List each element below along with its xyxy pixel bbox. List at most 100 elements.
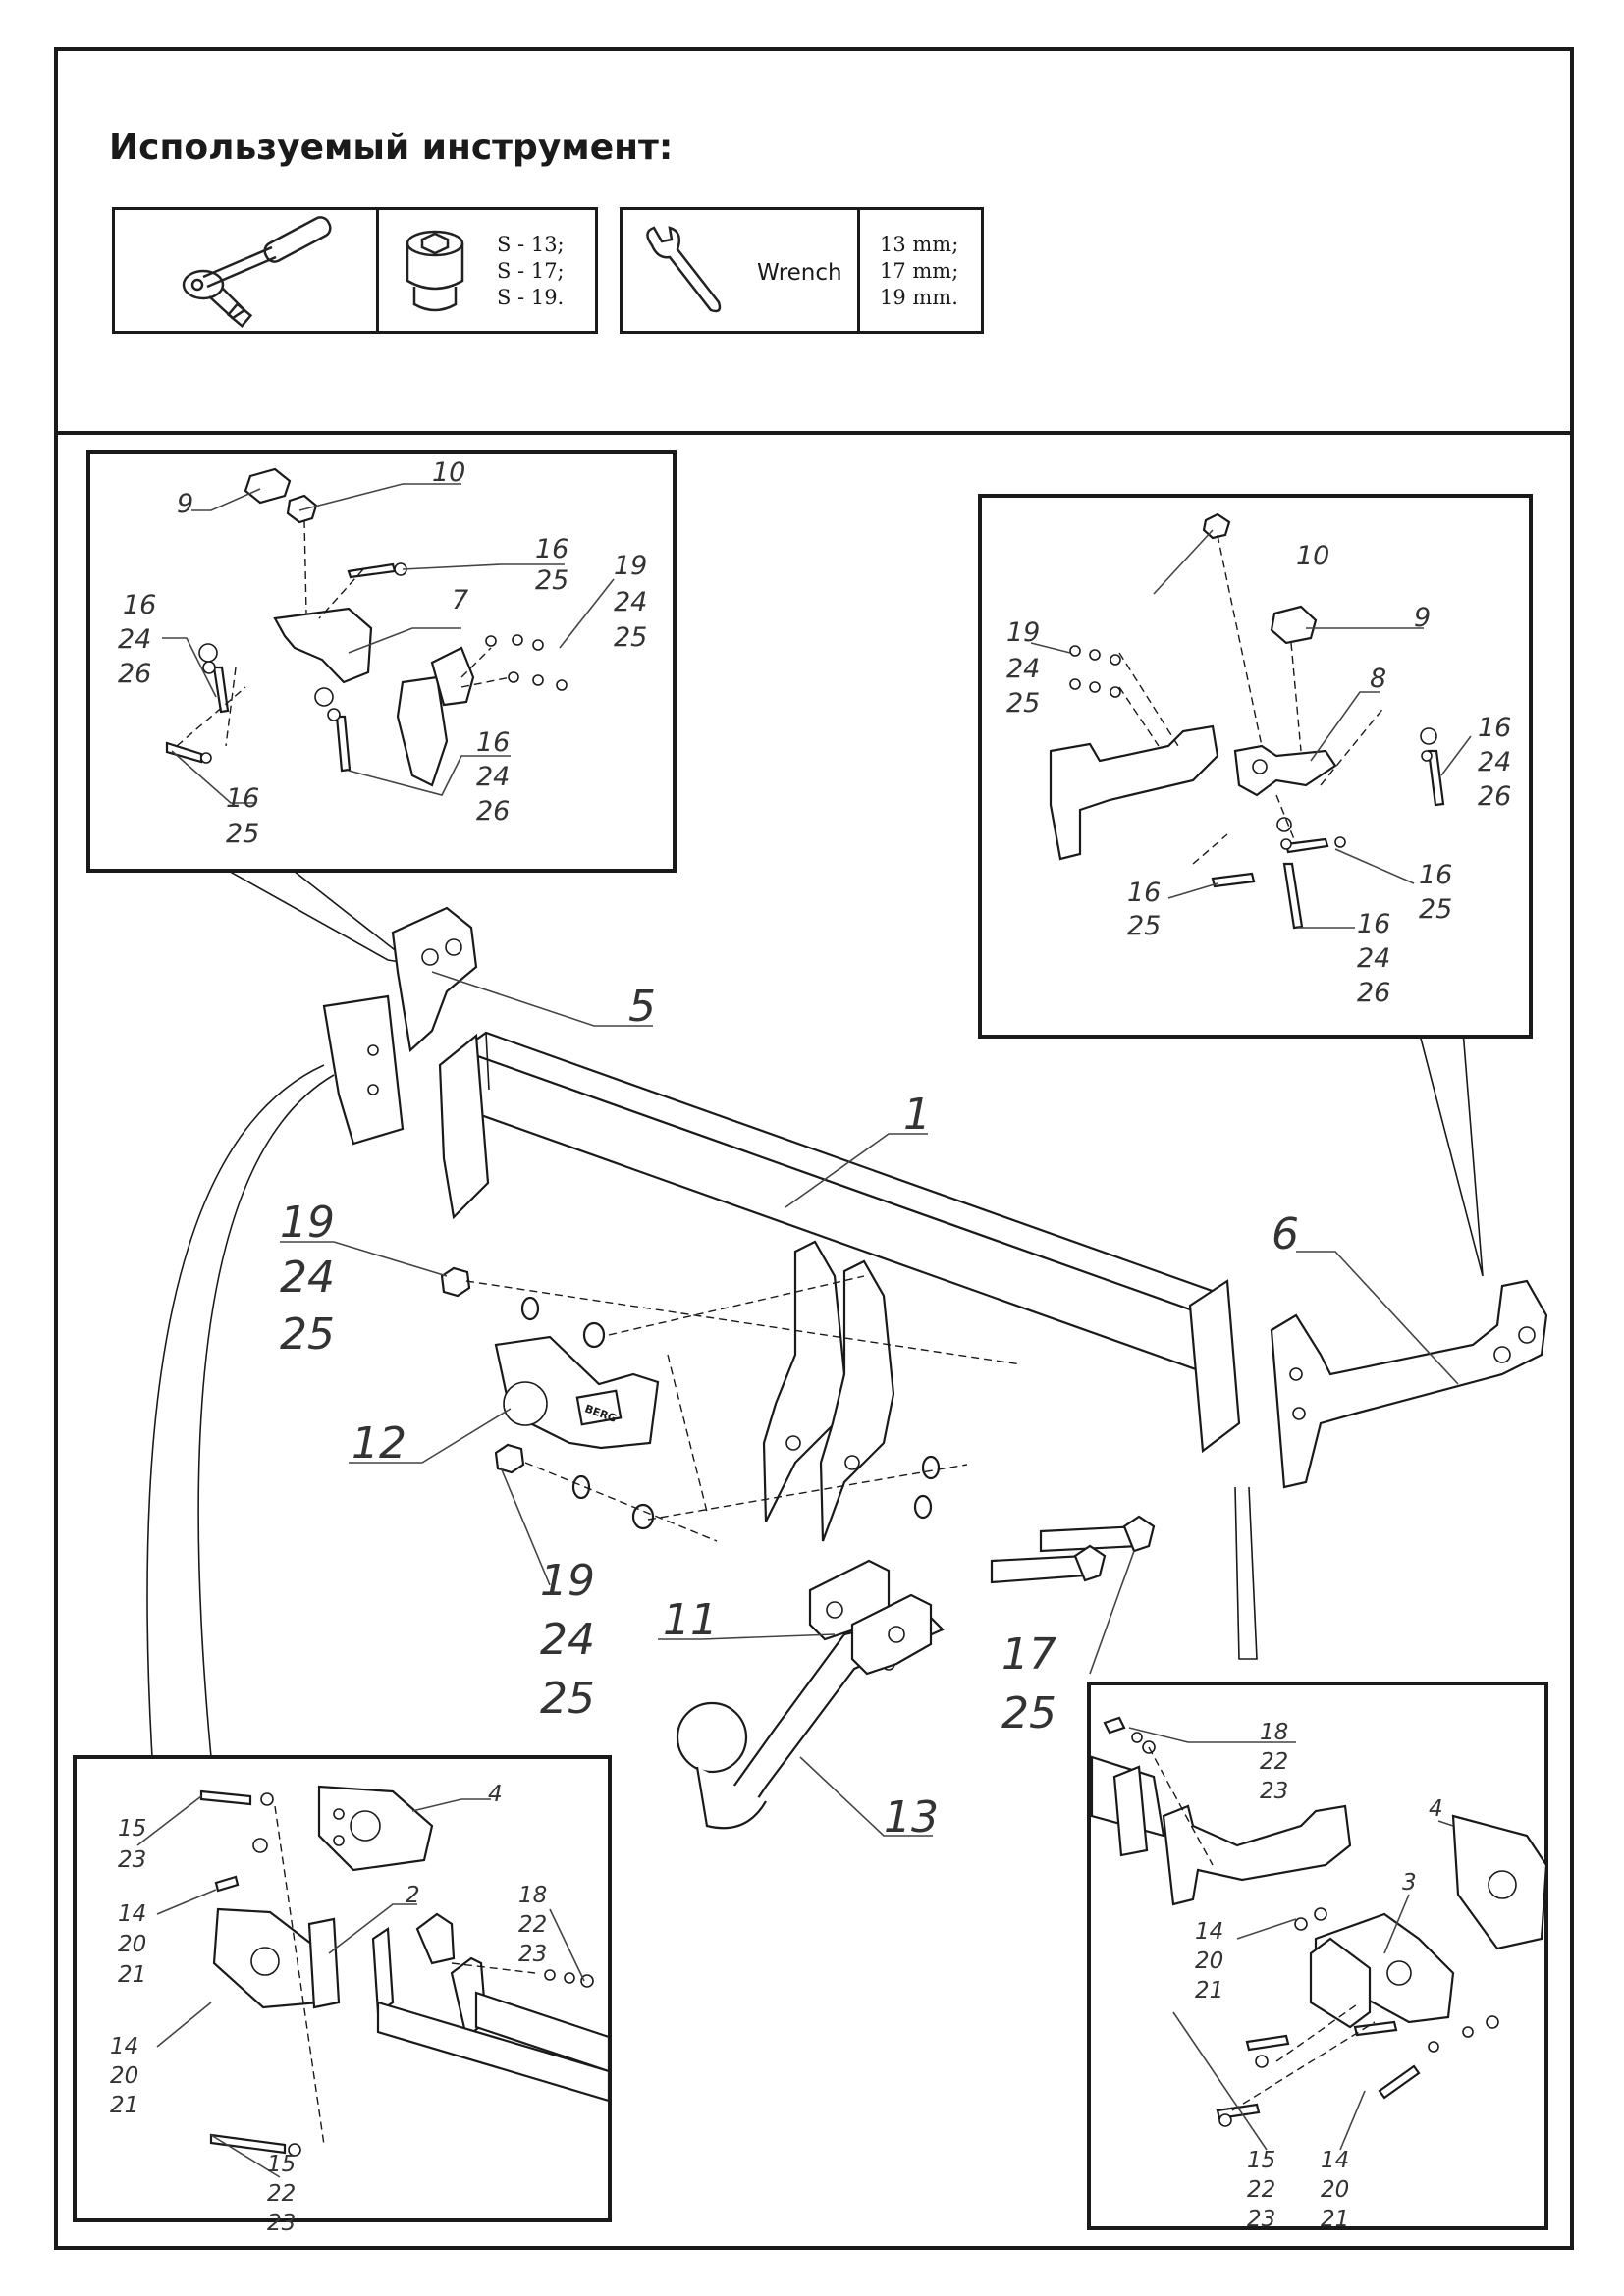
wrench-size-19: 19 mm. [880,286,958,309]
label-21: 21 [110,2093,138,2118]
label-17: 17 [1001,1629,1056,1680]
label-19: 19 [1006,617,1040,648]
wrench-size-13: 13 mm; [880,233,959,256]
label-stack-nuts-lower: 19 24 25 [540,1556,595,1724]
ball-hook [676,1613,945,1830]
label-23: 23 [1260,1779,1288,1804]
label-9: 9 [177,489,193,519]
label-25: 25 [1419,894,1452,925]
label-10: 10 [432,457,465,488]
electric-socket-plate: BERG [494,1335,660,1450]
label-stack-nuts-upper: 19 24 25 [280,1198,335,1360]
label-25: 25 [614,622,647,653]
label-24: 24 [1478,747,1511,777]
label-11: 11 [663,1595,718,1645]
wrench-label: Wrench [757,260,842,286]
label-7: 7 [452,585,468,615]
label-16: 16 [226,783,259,814]
label-stack-long-bolts: 17 25 [1001,1629,1056,1738]
label-22: 22 [1247,2177,1275,2203]
label-14: 14 [1321,2148,1349,2173]
label-6: 6 [1272,1209,1299,1259]
label-26: 26 [1478,781,1511,812]
label-23: 23 [118,1847,146,1873]
label-21: 21 [1195,1978,1223,2003]
open-end-wrench-icon [646,226,722,313]
label-12: 12 [352,1418,406,1468]
ratchet-socket-box: S - 13; S - 17; S - 19. [112,207,598,334]
label-25: 25 [540,1674,595,1724]
label-26: 26 [1357,978,1390,1008]
ratchet-cell [115,210,379,331]
label-25: 25 [1001,1688,1056,1738]
label-24: 24 [1006,654,1040,684]
label-24: 24 [476,762,510,792]
label-18: 18 [518,1883,547,1908]
tow-bar-clamps [808,1559,933,1676]
socket-sizes: S - 13; S - 17; S - 19. [497,232,565,311]
label-2: 2 [406,1883,420,1908]
label-15: 15 [118,1816,146,1842]
label-24: 24 [118,624,151,655]
label-24: 24 [1357,943,1390,974]
socket-size-13: S - 13; [497,233,565,256]
label-22: 22 [518,1912,547,1938]
label-18: 18 [1260,1720,1288,1745]
label-5: 5 [628,982,656,1032]
label-16: 16 [1478,713,1511,743]
wrench-sizes: 13 mm; 17 mm; 19 mm. [880,232,958,311]
label-24: 24 [280,1253,335,1303]
label-24: 24 [540,1615,595,1665]
detail-bottom-left: 4 2 15 23 14 20 21 18 22 23 14 20 21 15 … [73,1755,612,2236]
label-25: 25 [535,565,568,596]
label-19: 19 [614,551,647,581]
detail-bottom-right: 18 22 23 4 3 14 20 21 15 22 23 14 20 21 [1087,1682,1548,2232]
wrench-cell: Wrench [623,210,860,331]
label-23: 23 [518,1942,547,1967]
ratchet-handle-icon [182,216,332,328]
label-20: 20 [118,1932,146,1957]
label-20: 20 [1195,1949,1223,1974]
label-20: 20 [1321,2177,1349,2203]
detail-top-right: 10 9 8 19 24 25 16 24 26 16 25 16 25 16 … [978,494,1533,1039]
label-25: 25 [280,1309,335,1360]
label-10: 10 [1296,541,1329,571]
label-19: 19 [540,1556,595,1606]
right-end-plate [1188,1279,1548,1489]
label-26: 26 [118,659,151,689]
label-22: 22 [267,2181,296,2207]
label-13: 13 [884,1792,939,1842]
detail-top-left: 9 10 7 16 25 16 24 26 16 25 16 24 26 19 … [86,450,677,873]
label-26: 26 [476,796,510,827]
label-8: 8 [1370,664,1386,694]
label-1: 1 [903,1090,931,1140]
label-24: 24 [614,587,647,617]
wrench-box: Wrench 13 mm; 17 mm; 19 mm. [620,207,984,334]
label-19: 19 [280,1198,335,1248]
socket-cell: S - 13; S - 17; S - 19. [379,210,598,331]
label-3: 3 [1402,1870,1417,1896]
label-25: 25 [1127,911,1161,941]
socket-head-icon [406,230,464,312]
label-14: 14 [118,1901,146,1927]
label-4: 4 [488,1782,503,1807]
label-23: 23 [267,2211,296,2236]
label-21: 21 [1321,2207,1349,2232]
center-brackets [762,1240,895,1542]
label-21: 21 [118,1962,146,1988]
label-16: 16 [476,727,510,758]
label-25: 25 [1006,688,1040,719]
main-assembly: BERG [322,906,1548,1830]
left-end-plate [322,906,490,1220]
label-15: 15 [1247,2148,1275,2173]
main-fasteners [440,1266,1156,1584]
label-22: 22 [1260,1749,1288,1775]
section-divider [54,431,1574,435]
label-16: 16 [1357,909,1390,939]
label-20: 20 [110,2063,138,2089]
label-25: 25 [226,819,259,849]
label-9: 9 [1414,603,1431,633]
main-labels: 5 1 6 12 11 13 19 24 25 19 24 25 17 25 [280,971,1459,1842]
socket-size-19: S - 19. [497,286,565,309]
